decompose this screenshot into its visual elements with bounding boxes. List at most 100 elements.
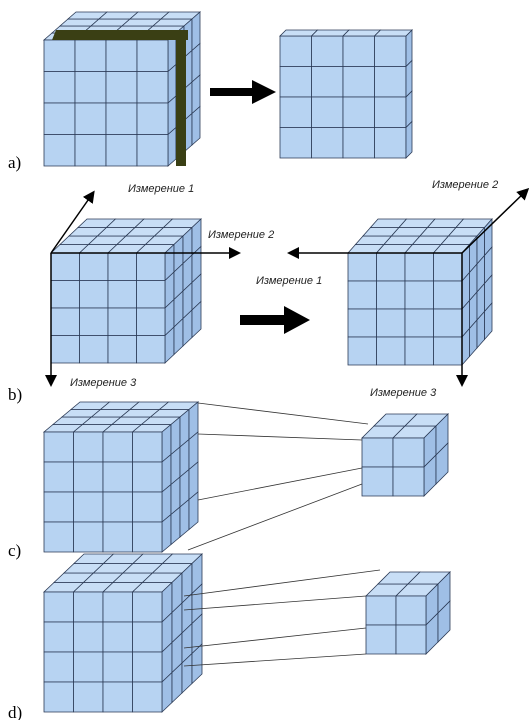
highlighted-slice-top — [52, 30, 188, 40]
cube-c-source — [42, 401, 200, 553]
cube-cell-front — [311, 66, 344, 98]
cube-a-slice-result — [279, 29, 413, 159]
cube-cell-front — [74, 134, 107, 167]
cube-cell-front — [50, 280, 80, 309]
cube-cell-front — [433, 280, 463, 310]
dim3-label-left: Измерение 3 — [70, 377, 137, 389]
cube-cell-side — [191, 300, 202, 339]
axis-dim1-left — [50, 190, 95, 254]
panel-b: Измерение 1 Измерение 2 Измерение 3 Изме… — [8, 179, 529, 404]
cube-cell-side — [191, 105, 201, 146]
cube-cell-front — [107, 252, 137, 281]
cube-cell-front — [433, 336, 463, 366]
cube-cell-front — [105, 134, 138, 167]
cube-cell-front — [74, 71, 107, 104]
cube-b-source — [49, 218, 203, 364]
cube-cell-front — [102, 461, 133, 493]
cube-cell-front — [279, 66, 312, 98]
panel-a-label: a) — [8, 153, 21, 172]
cube-cell-front — [347, 252, 377, 282]
cube-cell-front — [376, 252, 406, 282]
cube-cell-front — [361, 466, 394, 497]
cube-cell-front — [374, 35, 407, 67]
cube-cell-front — [73, 491, 104, 523]
cube-cell-front — [43, 521, 74, 553]
cube-cell-front — [347, 336, 377, 366]
cube-cell-front — [73, 621, 104, 653]
cube-cell-front — [105, 71, 138, 104]
cube-cell-front — [73, 681, 104, 713]
projection-lines-c — [187, 402, 369, 551]
cube-cell-side — [435, 442, 449, 485]
cube-cell-front — [102, 591, 133, 623]
cube-cell-front — [43, 431, 74, 463]
cube-cell-side — [484, 301, 493, 341]
cube-cell-front — [395, 595, 427, 626]
axis-dim2-right — [461, 187, 529, 254]
cube-cell-front — [132, 491, 163, 523]
cube-cell-front — [342, 127, 375, 159]
cube-cell-front — [73, 461, 104, 493]
cube-d-subcube — [365, 571, 451, 655]
cube-cell-front — [102, 491, 133, 523]
cube-cell-front — [395, 624, 427, 655]
cube-cell-front — [376, 280, 406, 310]
cube-cell-front — [136, 307, 166, 336]
dim1-label-left: Измерение 1 — [128, 183, 194, 195]
cube-cell-front — [74, 39, 107, 72]
cube-cell-front — [136, 335, 166, 364]
cube-cell-side — [188, 491, 199, 531]
cube-cell-front — [433, 308, 463, 338]
slice-arrow — [210, 80, 276, 104]
cube-cell-front — [342, 35, 375, 67]
cube-cell-front — [404, 308, 434, 338]
cube-cell-front — [43, 134, 76, 167]
cube-cell-front — [74, 102, 107, 135]
cube-cell-side — [437, 600, 451, 643]
cube-cell-front — [404, 280, 434, 310]
cube-cell-front — [132, 461, 163, 493]
cube-cell-front — [105, 102, 138, 135]
cube-cell-front — [102, 681, 133, 713]
cube-cell-front — [43, 461, 74, 493]
cube-cell-front — [136, 39, 169, 72]
cube-cell-front — [136, 134, 169, 167]
cube-cell-front — [73, 431, 104, 463]
cube-cell-front — [79, 252, 109, 281]
cube-cell-front — [132, 591, 163, 623]
cube-cell-front — [279, 96, 312, 128]
cube-cell-front — [107, 335, 137, 364]
cube-cell-front — [43, 102, 76, 135]
cube-cell-front — [342, 66, 375, 98]
cube-cell-front — [374, 66, 407, 98]
cube-cell-front — [342, 96, 375, 128]
cube-a-source — [42, 11, 202, 167]
cube-cell-front — [43, 591, 74, 623]
cube-cell-front — [365, 624, 397, 655]
panel-d-label: d) — [8, 703, 22, 720]
cube-cell-side — [167, 126, 177, 167]
cube-cell-front — [374, 127, 407, 159]
cube-c-aggregated — [361, 413, 449, 497]
panel-c: c) — [8, 401, 449, 560]
cube-cell-front — [374, 96, 407, 128]
cube-cell-front — [50, 307, 80, 336]
cube-d-source — [42, 553, 204, 713]
cube-cell-front — [376, 308, 406, 338]
cube-cell-front — [347, 280, 377, 310]
panel-b-label: b) — [8, 385, 22, 404]
cube-cell-front — [311, 35, 344, 67]
cube-cell-front — [43, 71, 76, 104]
dim3-label-right: Измерение 3 — [370, 387, 437, 399]
cube-cell-front — [347, 308, 377, 338]
cube-cell-front — [311, 96, 344, 128]
cube-cell-front — [102, 431, 133, 463]
cube-cell-front — [279, 35, 312, 67]
cube-cell-front — [102, 521, 133, 553]
cube-cell-front — [136, 71, 169, 104]
cube-cell-front — [79, 280, 109, 309]
cube-cell-front — [43, 39, 76, 72]
cube-cell-front — [132, 621, 163, 653]
cube-cell-front — [132, 431, 163, 463]
